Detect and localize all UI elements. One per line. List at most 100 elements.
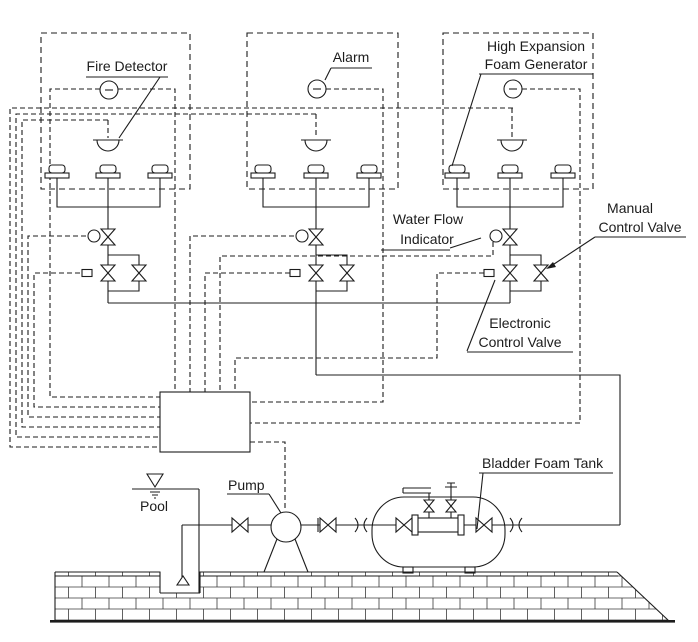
label-alarm: Alarm: [324, 49, 372, 81]
label-text: Water Flow: [393, 211, 464, 227]
pump-control-signal: [250, 441, 286, 511]
zone1-electronic-valve-icon: [100, 264, 116, 282]
ground-baseline: [50, 620, 675, 623]
detector1-signal: [118, 88, 176, 392]
nozzle-icon: [250, 164, 276, 179]
foam-tank-shell: [371, 496, 506, 568]
ground-brickwork: [50, 571, 675, 623]
zone-box-alarm: [246, 32, 399, 190]
zone3-alarm-valve-icon: [502, 228, 518, 246]
zone3-water-flow-indicator-icon: [489, 229, 503, 243]
nozzle-icon: [95, 164, 121, 179]
leader-arrowhead: [546, 262, 556, 269]
nozzle-icon: [44, 164, 70, 179]
label-manual-control-valve: Manual Control Valve: [546, 200, 686, 269]
tank-top-valve-icon: [445, 499, 457, 513]
leader-line: [268, 493, 282, 514]
wfi3-signal: [219, 242, 494, 392]
leader-line: [449, 237, 482, 249]
label-pool: Pool: [140, 498, 168, 514]
signal-rail-bell1: [21, 119, 160, 428]
tank-inlet-valve-icon: [395, 517, 413, 533]
proportioner: [416, 517, 460, 533]
leader-line: [547, 236, 596, 269]
water-level-icon: [146, 473, 164, 489]
valve-instruments: [81, 228, 549, 533]
signal-rail-wfi1: [27, 235, 160, 418]
signal-rail-ev1: [33, 272, 160, 408]
signal-rail-bell3: [9, 107, 513, 448]
zone3-ev-actuator-icon: [483, 268, 495, 278]
zone2-manual-valve-icon: [339, 264, 355, 282]
label-text: High Expansion: [487, 38, 585, 54]
pool-assembly: [146, 473, 191, 586]
check-valve-icon: [319, 517, 337, 533]
bladder-foam-tank-assembly: [371, 482, 506, 574]
nozzle-icon: [356, 164, 382, 179]
leader-line: [476, 472, 484, 530]
brick-field: [55, 572, 669, 621]
ev3-signal: [234, 272, 484, 392]
zone3-bell-icon: [496, 139, 528, 152]
detector2-signal: [250, 88, 384, 403]
supply-riser: [316, 374, 621, 525]
zone2-bell-icon: [300, 139, 332, 152]
tank-top-pipe: [402, 487, 431, 494]
alarm-device-icon: [307, 79, 327, 99]
label-text: Fire Detector: [87, 58, 168, 74]
leader-line: [451, 73, 482, 167]
label-text: Foam Generator: [485, 56, 588, 72]
label-text: Control Valve: [478, 334, 561, 350]
zone2-water-flow-indicator-icon: [295, 229, 309, 243]
zone3-manual-valve-icon: [533, 264, 549, 282]
label-text: Control Valve: [598, 219, 681, 235]
label-water-flow-indicator: Water Flow Indicator: [381, 211, 482, 251]
zone3-electronic-valve-icon: [502, 264, 518, 282]
nozzle-icon: [147, 164, 173, 179]
pump-icon: [270, 511, 302, 543]
zone1-alarm-valve-icon: [100, 228, 116, 246]
pump-suction-valve-icon: [231, 517, 249, 533]
label-fire-detector: Fire Detector: [86, 58, 168, 139]
nozzle-icon: [303, 164, 329, 179]
label-text: Indicator: [400, 231, 454, 247]
label-text: Manual: [607, 200, 653, 216]
label-bladder-foam-tank: Bladder Foam Tank: [476, 455, 613, 530]
tank-top-valve-icon: [423, 499, 435, 513]
solid-piping: [56, 178, 621, 593]
pump-assembly: [263, 511, 309, 573]
foot-valve-icon: [175, 575, 191, 586]
zone2-electronic-valve-icon: [308, 264, 324, 282]
foam-zone-detector-icon: [503, 79, 523, 99]
detector3-signal: [250, 88, 581, 424]
label-text: Pump: [228, 477, 265, 493]
label-pump: Pump: [227, 477, 282, 514]
label-electronic-control-valve: Electronic Control Valve: [466, 279, 573, 353]
nozzle-icon: [444, 164, 470, 179]
label-foam-generator: High Expansion Foam Generator: [451, 38, 593, 167]
nozzle-icon: [550, 164, 576, 179]
wfi2-signal: [189, 235, 294, 392]
label-text: Electronic: [489, 315, 550, 331]
tank-vent-cap: [445, 482, 457, 488]
zone1-water-flow-indicator-icon: [87, 229, 101, 243]
zone-box-fire-detector: [40, 32, 191, 190]
leader-line: [118, 76, 161, 139]
zone-box-foam-generator: [442, 32, 594, 190]
nozzle-icon: [497, 164, 523, 179]
leader-line: [466, 279, 496, 352]
label-text: Bladder Foam Tank: [482, 455, 604, 471]
zone2-ev-actuator-icon: [289, 268, 301, 278]
label-text: Alarm: [333, 49, 370, 65]
zone1-bell-icon: [92, 139, 124, 152]
control-panel: [159, 391, 251, 453]
signal-lines: [9, 88, 581, 511]
zone1-manual-valve-icon: [131, 264, 147, 282]
ev2-signal: [204, 272, 290, 392]
signal-rail-detector1-left: [49, 88, 160, 398]
fire-detector-icon: [99, 80, 119, 100]
labels: Fire Detector Alarm High Expansion Foam …: [86, 38, 686, 530]
signal-rail-bell2: [15, 113, 316, 438]
